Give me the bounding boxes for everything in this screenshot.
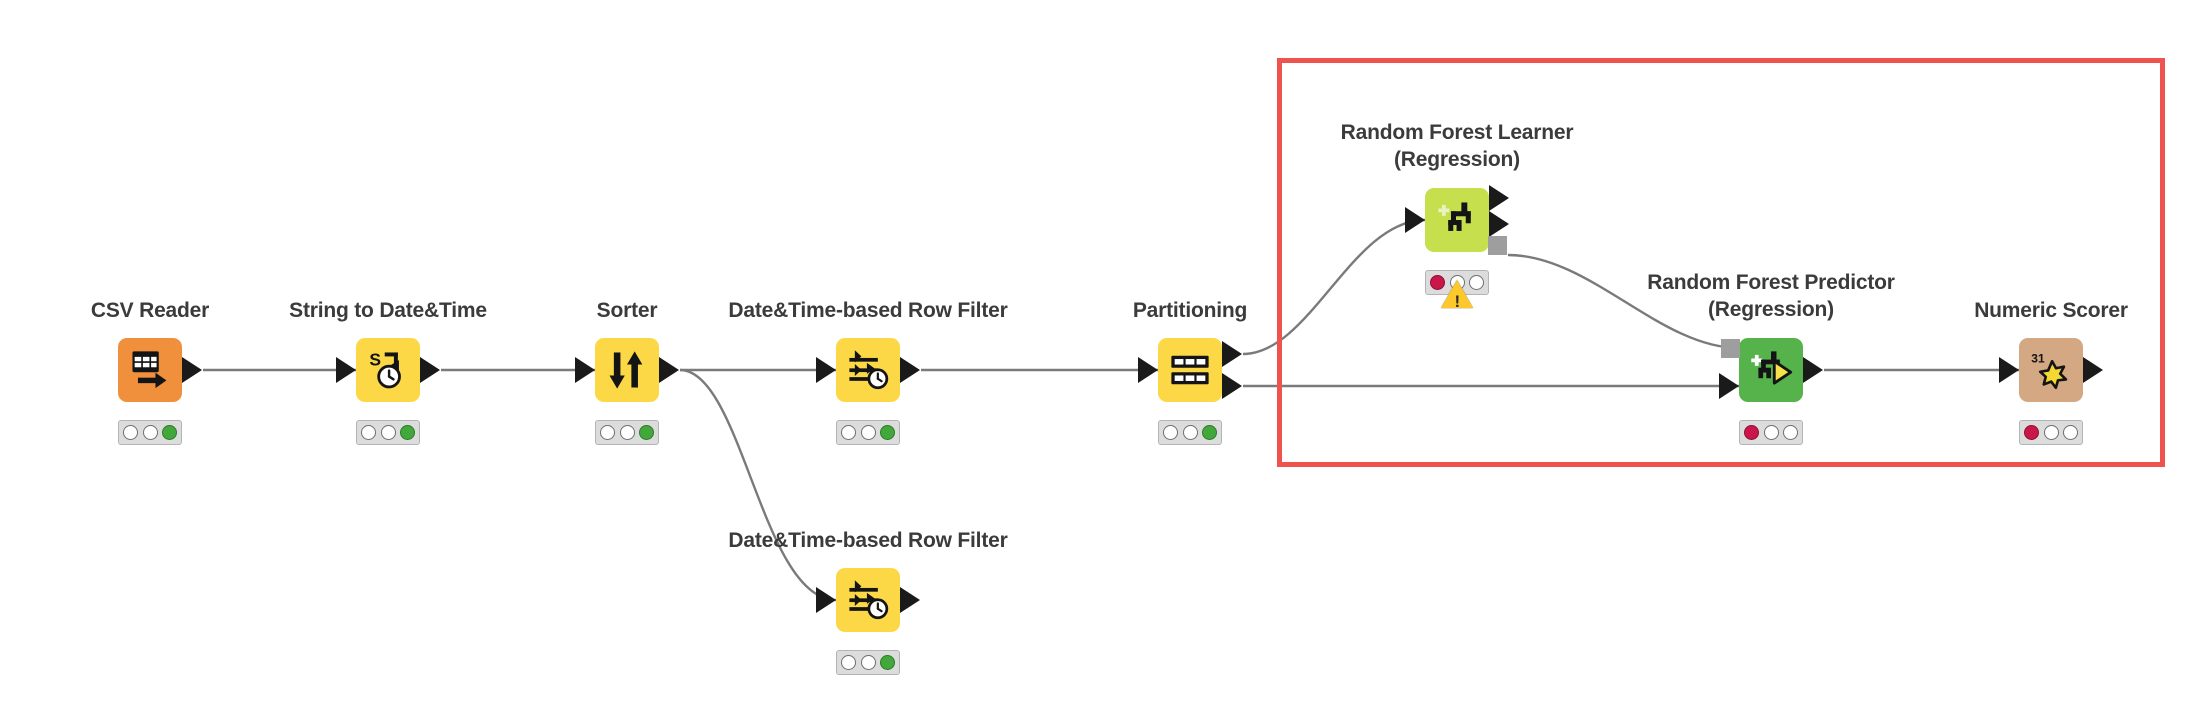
node-random-forest-learner-out-port-0[interactable] [1489, 185, 1509, 211]
status-light-white [841, 655, 857, 670]
node-random-forest-learner-out-port-2[interactable] [1488, 235, 1507, 255]
node-string-to-datetime[interactable]: String to Date&Time S [289, 299, 487, 462]
status-light-green [638, 425, 654, 440]
node-label-datetime-row-filter-1: Date&Time-based Row Filter [728, 299, 1008, 322]
node-random-forest-predictor-status-bar [1739, 420, 1803, 445]
node-label-sorter: Sorter [596, 299, 658, 322]
status-light-green [399, 425, 415, 440]
node-csv-reader[interactable]: CSV Reader [91, 299, 209, 462]
node-datetime-row-filter-2-status-bar [836, 650, 900, 675]
scorer-star-icon[interactable]: 31 [2019, 338, 2083, 402]
node-random-forest-predictor-out-port-0[interactable] [1803, 357, 1823, 383]
status-light-green [879, 655, 895, 670]
status-light-white [380, 425, 396, 440]
node-partitioning-in-port-0[interactable] [1138, 357, 1158, 383]
node-random-forest-predictor-in-port-1[interactable] [1719, 373, 1739, 399]
node-csv-reader-status-bar [118, 420, 182, 445]
node-random-forest-predictor[interactable]: Random Forest Predictor (Regression) [1647, 271, 1895, 462]
node-partitioning-out-port-1[interactable] [1222, 373, 1242, 399]
wire-sorter-to-filter2 [679, 368, 837, 602]
string-to-clock-icon[interactable]: S [356, 338, 420, 402]
node-partitioning-status-bar [1158, 420, 1222, 445]
status-light-white [1163, 425, 1179, 440]
node-datetime-row-filter-2-in-port-0[interactable] [816, 587, 836, 613]
status-light-white [142, 425, 158, 440]
status-light-white [123, 425, 139, 440]
decision-tree-learner-icon[interactable] [1425, 188, 1489, 252]
status-light-white [1182, 425, 1198, 440]
node-string-to-datetime-out-port-0[interactable] [420, 357, 440, 383]
node-label-csv-reader: CSV Reader [90, 299, 210, 322]
node-random-forest-learner[interactable]: Random Forest Learner (Regression) ! [1341, 121, 1574, 312]
node-label-numeric-scorer: Numeric Scorer [1974, 299, 2128, 322]
status-light-green [879, 425, 895, 440]
node-partitioning-out-port-0[interactable] [1222, 341, 1242, 367]
status-light-white [1782, 425, 1798, 440]
node-datetime-row-filter-2[interactable]: Date&Time-based Row Filter [728, 529, 1008, 692]
status-light-white [600, 425, 616, 440]
status-light-white [841, 425, 857, 440]
filter-clock-icon[interactable] [836, 338, 900, 402]
node-random-forest-learner-out-port-1[interactable] [1489, 211, 1509, 237]
node-datetime-row-filter-1-status-bar [836, 420, 900, 445]
node-datetime-row-filter-1-in-port-0[interactable] [816, 357, 836, 383]
node-sorter-status-bar [595, 420, 659, 445]
sort-arrows-icon[interactable] [595, 338, 659, 402]
table-import-icon[interactable] [118, 338, 182, 402]
node-partitioning[interactable]: Partitioning [1133, 299, 1247, 462]
node-label-partitioning: Partitioning [1132, 299, 1248, 322]
node-csv-reader-out-port-0[interactable] [182, 357, 202, 383]
node-numeric-scorer-in-port-0[interactable] [1999, 357, 2019, 383]
status-light-white [860, 425, 876, 440]
node-string-to-datetime-status-bar [356, 420, 420, 445]
status-light-green [1201, 425, 1217, 440]
node-random-forest-predictor-in-port-0[interactable] [1721, 338, 1740, 358]
node-numeric-scorer-out-port-0[interactable] [2083, 357, 2103, 383]
node-label-datetime-row-filter-2: Date&Time-based Row Filter [728, 529, 1008, 552]
status-light-white [1763, 425, 1779, 440]
node-string-to-datetime-in-port-0[interactable] [336, 357, 356, 383]
node-numeric-scorer[interactable]: Numeric Scorer 31 [1974, 299, 2128, 462]
node-datetime-row-filter-1[interactable]: Date&Time-based Row Filter [728, 299, 1008, 462]
node-numeric-scorer-status-bar [2019, 420, 2083, 445]
partition-rows-icon[interactable] [1158, 338, 1222, 402]
status-light-red [2024, 425, 2040, 440]
status-light-white [860, 655, 876, 670]
status-light-white [2043, 425, 2059, 440]
node-label-random-forest-learner: Random Forest Learner (Regression) [1340, 121, 1574, 171]
node-sorter[interactable]: Sorter [575, 299, 679, 462]
status-light-white [619, 425, 635, 440]
status-light-white [361, 425, 377, 440]
filter-clock-icon[interactable] [836, 568, 900, 632]
node-random-forest-learner-in-port-0[interactable] [1405, 207, 1425, 233]
status-light-green [161, 425, 177, 440]
node-sorter-in-port-0[interactable] [575, 357, 595, 383]
node-datetime-row-filter-1-out-port-0[interactable] [900, 357, 920, 383]
node-label-random-forest-predictor: Random Forest Predictor (Regression) [1647, 271, 1895, 321]
svg-text:S: S [369, 350, 381, 370]
node-sorter-out-port-0[interactable] [659, 357, 679, 383]
decision-tree-predictor-icon[interactable] [1739, 338, 1803, 402]
status-light-red [1744, 425, 1760, 440]
warning-exclamation-icon: ! [1454, 292, 1461, 311]
svg-text:31: 31 [2031, 351, 2045, 365]
status-light-white [2062, 425, 2078, 440]
node-datetime-row-filter-2-out-port-0[interactable] [900, 587, 920, 613]
warning-triangle-icon[interactable] [1441, 280, 1473, 308]
node-label-string-to-datetime: String to Date&Time [289, 299, 487, 322]
